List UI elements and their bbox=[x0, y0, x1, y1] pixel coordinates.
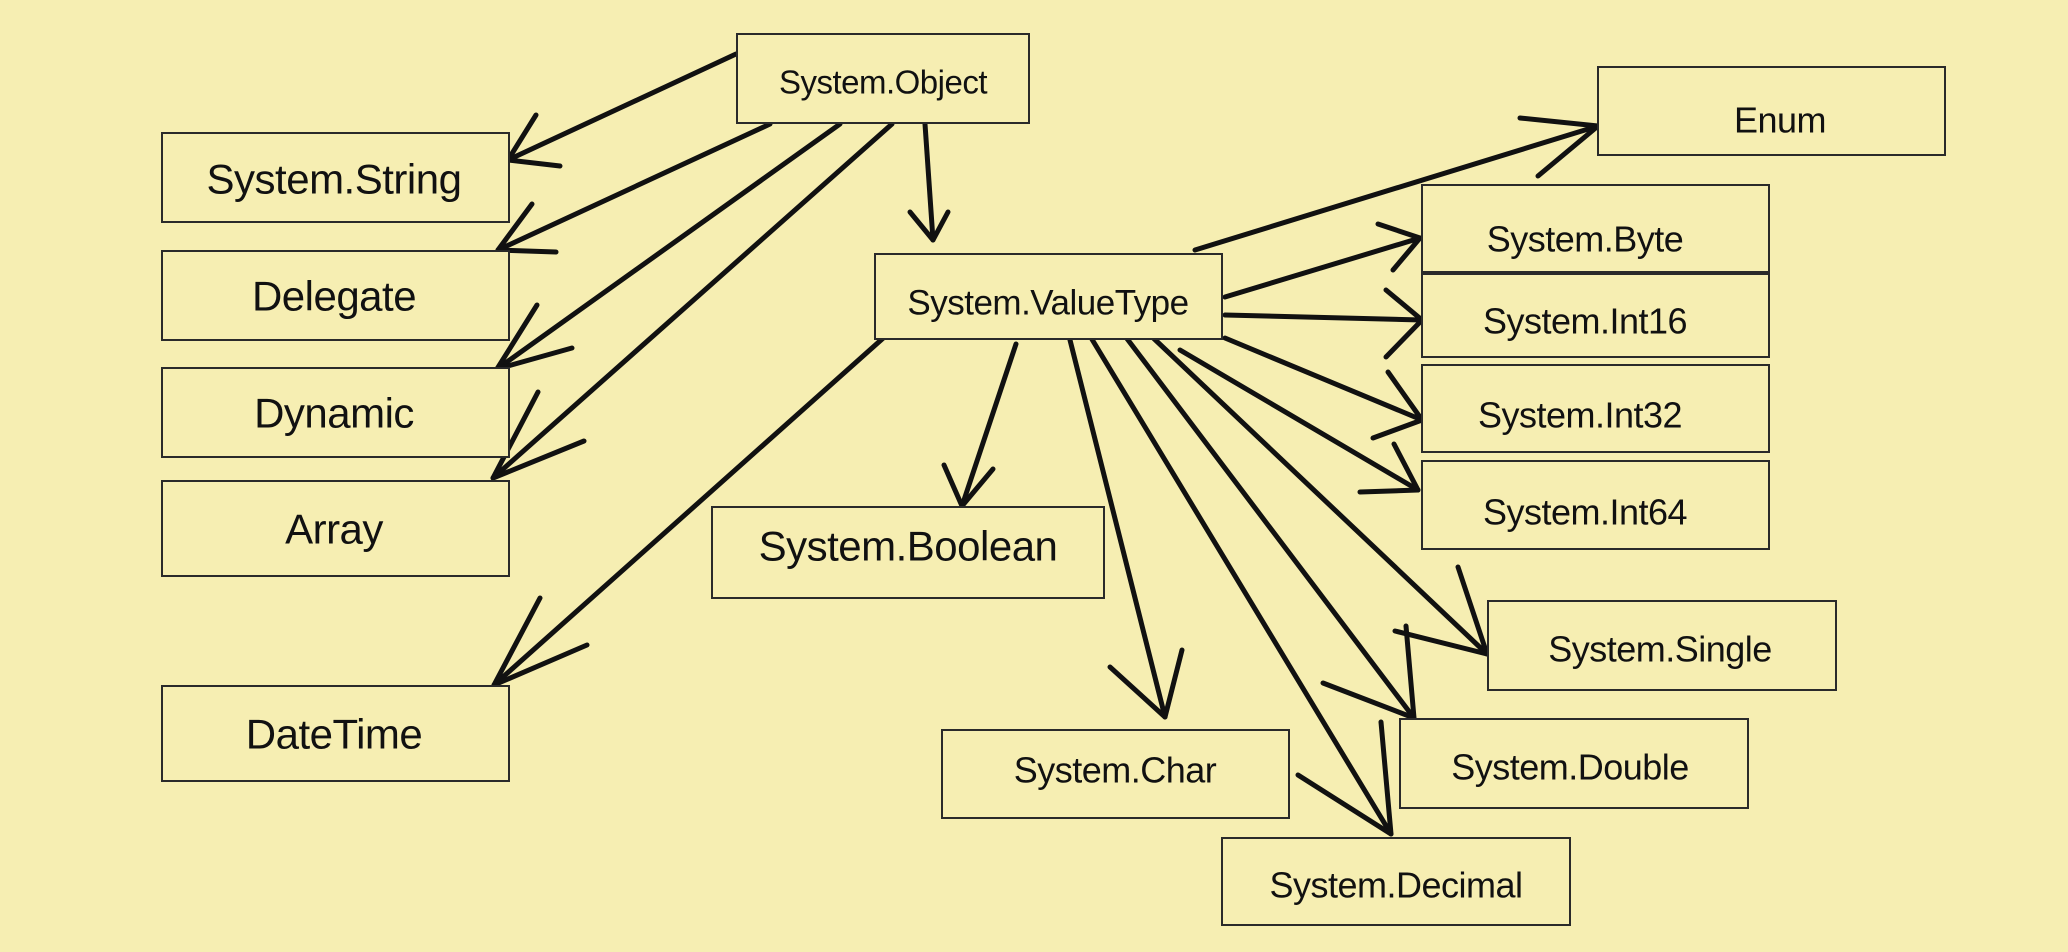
node-system-double: System.Double bbox=[1399, 718, 1749, 809]
node-system-single: System.Single bbox=[1487, 600, 1837, 691]
node-system-char: System.Char bbox=[941, 729, 1290, 819]
node-label: System.Double bbox=[1451, 747, 1689, 788]
node-system-string: System.String bbox=[161, 132, 510, 223]
edge-valuetype-to-double bbox=[1122, 333, 1417, 721]
node-system-object: System.Object bbox=[736, 33, 1030, 124]
edge-valuetype-to-int16 bbox=[1222, 287, 1425, 360]
edge-object-to-string bbox=[505, 51, 739, 169]
node-system-int16: System.Int16 bbox=[1421, 273, 1770, 358]
node-system-byte: System.Byte bbox=[1421, 184, 1770, 273]
edge-valuetype-to-int64 bbox=[1177, 347, 1421, 495]
node-array: Array bbox=[161, 480, 510, 577]
node-label: System.Object bbox=[779, 64, 987, 101]
node-label: System.String bbox=[207, 156, 462, 203]
edge-valuetype-to-byte bbox=[1222, 221, 1423, 300]
node-delegate: Delegate bbox=[161, 250, 510, 341]
node-label: System.Int32 bbox=[1478, 395, 1682, 436]
node-system-decimal: System.Decimal bbox=[1221, 837, 1571, 926]
node-label: System.Int64 bbox=[1483, 492, 1687, 533]
node-label: Enum bbox=[1734, 100, 1826, 141]
node-label: System.Int16 bbox=[1483, 301, 1687, 342]
node-dynamic: Dynamic bbox=[161, 367, 510, 458]
edge-object-to-valuetype bbox=[907, 121, 951, 243]
node-system-int32: System.Int32 bbox=[1421, 364, 1770, 453]
edge-object-to-array bbox=[490, 121, 895, 481]
nodes: System.Object System.String Delegate Dyn… bbox=[161, 33, 1946, 926]
node-system-int64: System.Int64 bbox=[1421, 460, 1770, 550]
node-label: System.ValueType bbox=[907, 284, 1188, 323]
node-datetime: DateTime bbox=[161, 685, 510, 782]
edge-valuetype-to-boolean bbox=[941, 341, 1019, 509]
node-label: System.Decimal bbox=[1269, 865, 1522, 906]
node-system-valuetype: System.ValueType bbox=[874, 253, 1223, 340]
node-enum: Enum bbox=[1597, 66, 1946, 156]
node-label: Dynamic bbox=[254, 390, 414, 437]
node-label: Array bbox=[285, 506, 383, 553]
node-label: System.Single bbox=[1548, 629, 1772, 670]
node-label: Delegate bbox=[252, 273, 416, 320]
edge-valuetype-to-decimal bbox=[1087, 333, 1394, 837]
node-label: System.Byte bbox=[1487, 219, 1684, 260]
edge-object-to-dynamic bbox=[494, 121, 843, 372]
edge-valuetype-to-char bbox=[1067, 337, 1185, 720]
node-label: System.Char bbox=[1014, 750, 1217, 791]
edges bbox=[490, 51, 1601, 837]
node-label: DateTime bbox=[246, 711, 423, 758]
node-label: System.Boolean bbox=[759, 523, 1058, 570]
node-system-boolean: System.Boolean bbox=[711, 506, 1105, 599]
